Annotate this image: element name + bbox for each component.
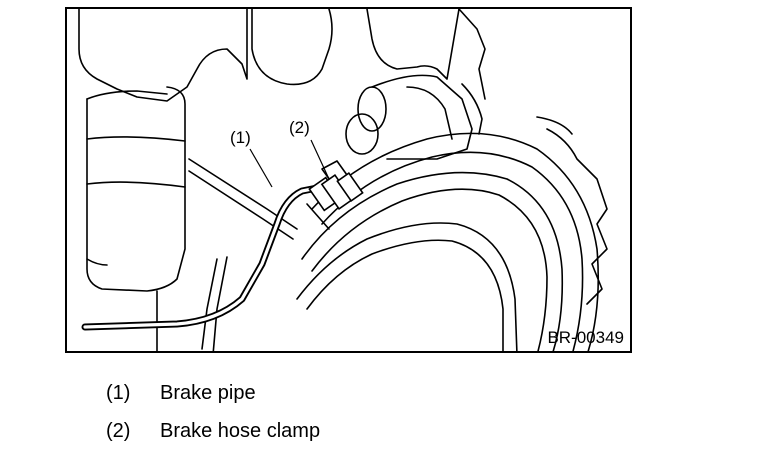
legend-item: (1) Brake pipe — [106, 383, 320, 421]
legend-item: (2) Brake hose clamp — [106, 421, 320, 459]
figure-code: BR-00349 — [547, 328, 624, 347]
brake-assembly-drawing — [78, 9, 608, 351]
legend-label: Brake hose clamp — [160, 420, 321, 442]
callout-2: (2) — [289, 118, 310, 137]
illustration-frame: (1) (2) BR-00349 — [65, 7, 632, 353]
legend-number: (2) — [106, 420, 131, 442]
legend-label: Brake pipe — [160, 382, 256, 404]
legend-number: (1) — [106, 382, 131, 404]
legend: (1) Brake pipe (2) Brake hose clamp — [106, 383, 320, 459]
callout-1: (1) — [230, 128, 251, 147]
